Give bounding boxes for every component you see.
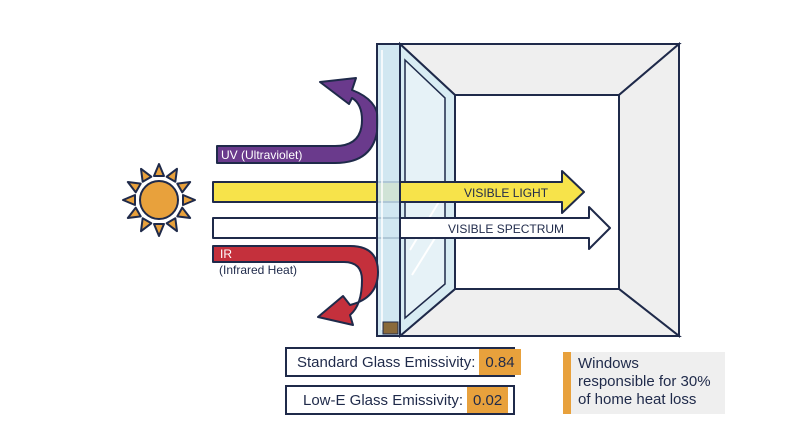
glass-pane-front xyxy=(376,43,401,337)
room-right-wall xyxy=(618,41,680,339)
sun-ray xyxy=(165,217,178,233)
visible-spectrum-arrow xyxy=(212,206,611,250)
uv-label: UV (Ultraviolet) xyxy=(221,148,302,162)
lowe-emissivity-value: 0.02 xyxy=(467,387,509,413)
standard-emissivity-label: Standard Glass Emissivity: xyxy=(297,353,476,371)
sun-ray xyxy=(153,163,165,177)
sun-ray xyxy=(182,194,196,206)
sun-ray xyxy=(126,181,142,194)
sun-ray xyxy=(176,181,192,194)
sun-ray xyxy=(122,194,136,206)
visible-spectrum-label: VISIBLE SPECTRUM xyxy=(448,222,564,236)
standard-emissivity-value: 0.84 xyxy=(479,349,521,375)
uv-arrow xyxy=(216,77,379,164)
ir-arrow xyxy=(212,245,379,326)
callout-line-3: of home heat loss xyxy=(578,391,697,408)
sun-ray xyxy=(140,217,153,233)
standard-glass-emissivity: Standard Glass Emissivity: 0.84 xyxy=(285,347,521,377)
callout-line-1: Windows xyxy=(578,355,639,372)
sun-ray xyxy=(153,223,165,237)
callout-line-2: responsible for 30% xyxy=(578,373,711,390)
lowe-glass-emissivity: Low-E Glass Emissivity: 0.02 xyxy=(285,385,515,415)
heat-loss-callout: Windows responsible for 30% of home heat… xyxy=(563,352,725,414)
sun-icon xyxy=(122,163,196,237)
sun-ray xyxy=(165,167,178,183)
visible-light-label: VISIBLE LIGHT xyxy=(464,186,549,200)
sun-ray xyxy=(140,167,153,183)
ir-sublabel: (Infrared Heat) xyxy=(219,263,297,277)
lowe-emissivity-label: Low-E Glass Emissivity: xyxy=(303,391,464,409)
sun-ray xyxy=(176,206,192,219)
ir-label: IR xyxy=(220,247,232,261)
sun-ray xyxy=(126,206,142,219)
sun-core xyxy=(139,180,179,220)
